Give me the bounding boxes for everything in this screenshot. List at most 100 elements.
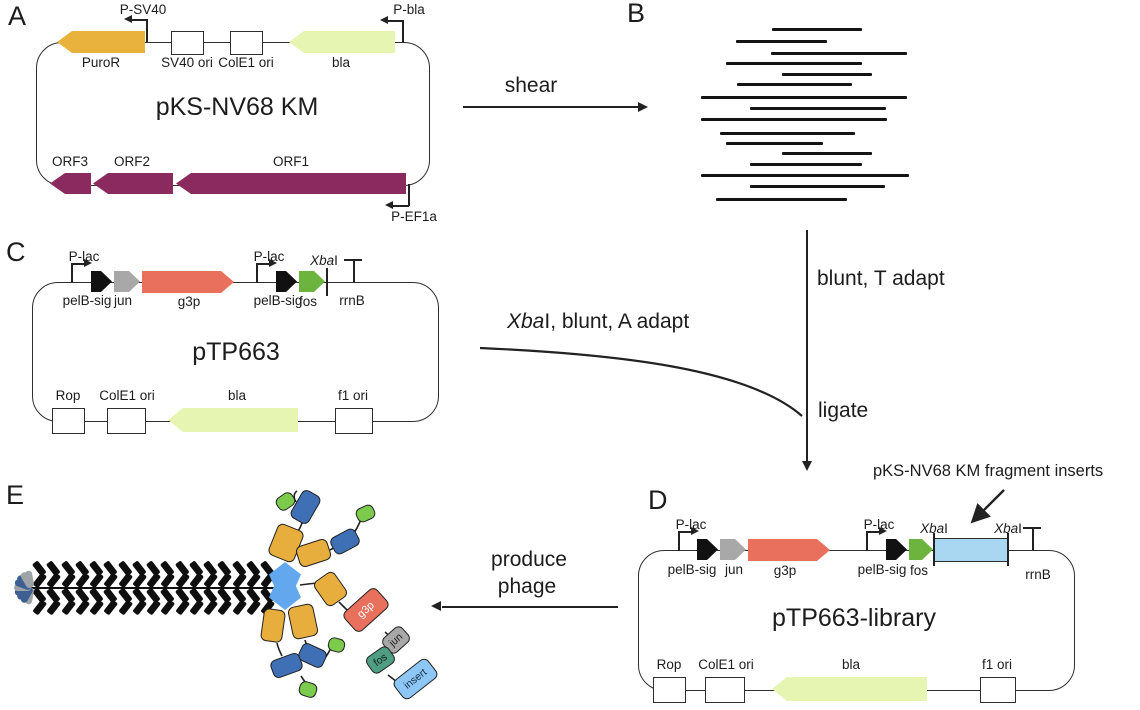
promoter-lac1-d-bar <box>678 531 692 533</box>
gene-cole1ori-label-a: ColE1 ori <box>218 55 274 70</box>
gene-cole1ori-box-d <box>705 677 745 703</box>
gene-g3p-label-c: g3p <box>177 294 201 309</box>
xba-step-curve <box>479 346 803 417</box>
gene-jun-label-d: jun <box>724 562 744 577</box>
promoter-lac2-c-bar <box>256 263 270 265</box>
promoter-lac2-c-stem <box>256 263 258 283</box>
plasmid-a-title: pKS-NV68 KM <box>155 93 319 121</box>
gene-f1ori-box-d <box>980 677 1016 703</box>
promoter-lac1-c-bar <box>71 263 85 265</box>
terminator-rrnb-d-label: rrnB <box>1025 567 1051 582</box>
gene-bla-arrow-c <box>168 408 298 432</box>
gene-orf1-label: ORF1 <box>272 154 310 169</box>
plasmid-d-title: pTP663-library <box>772 604 936 632</box>
gene-fos-arrow-d <box>909 539 933 560</box>
gene-bla-label-a: bla <box>331 55 351 70</box>
shear-arrow-line <box>463 106 639 109</box>
promoter-sv40-bar <box>131 19 147 21</box>
dna-fragment <box>772 28 862 31</box>
promoter-lac2-d-bar <box>866 531 880 533</box>
promoter-bla-stem <box>402 20 404 42</box>
promoter-bla-bar <box>387 20 403 22</box>
dna-fragment <box>726 142 823 145</box>
gene-puror-label: PuroR <box>81 55 121 70</box>
gene-orf3-label: ORF3 <box>51 154 89 169</box>
gene-orf1-arrow <box>176 173 406 194</box>
dna-fragment <box>726 62 862 65</box>
step-shear-label: shear <box>504 74 558 97</box>
gene-pelb2-label-d: pelB-sig <box>857 562 907 577</box>
gene-jun-label-c: jun <box>113 293 133 308</box>
produce-arrow-line <box>442 606 618 609</box>
dna-fragment <box>701 118 887 121</box>
gene-rop-box-d <box>653 677 686 703</box>
gene-cole1ori-label-c: ColE1 ori <box>99 388 155 403</box>
gene-jun-arrow-c <box>114 271 140 292</box>
promoter-lac2-c-arrowhead-icon <box>269 259 277 267</box>
promoter-lac2-d-label: P-lac <box>863 517 895 532</box>
step-xba-label: XbaI, blunt, A adapt <box>507 309 689 334</box>
gene-sv40ori-box <box>171 31 204 55</box>
dna-fragment <box>716 198 847 201</box>
promoter-lac2-d-arrowhead-icon <box>879 527 887 535</box>
insert-fragment-box <box>934 538 1008 562</box>
panel-b-letter: B <box>627 0 646 28</box>
terminator-rrnb-c-bar <box>344 259 362 262</box>
panel-c-letter: C <box>6 237 26 267</box>
flow-arrow-line <box>806 230 809 463</box>
terminator-rrnb-c-stem <box>353 260 355 282</box>
flow-arrowhead-icon <box>802 461 812 471</box>
terminator-rrnb-c-label: rrnB <box>339 293 365 308</box>
xbai-site-label-c: XbaI <box>310 253 338 268</box>
promoter-sv40-stem <box>146 19 148 42</box>
gene-g3p-arrow-d <box>748 539 830 561</box>
gene-cole1ori-box-a <box>230 31 263 55</box>
insert-annotation-arrow <box>970 489 1005 524</box>
xbai-site-tick2-d <box>1007 533 1009 566</box>
promoter-ef1a-stem <box>408 184 410 206</box>
gene-cole1ori-box-c <box>107 408 146 434</box>
promoter-lac1-d-label: P-lac <box>675 517 707 532</box>
produce-arrowhead-icon <box>431 601 441 611</box>
dna-fragment <box>737 83 852 86</box>
plasmid-c-title: pTP663 <box>192 338 280 366</box>
gene-pelb1-label-c: pelB-sig <box>62 293 112 308</box>
promoter-lac2-c-label: P-lac <box>253 249 285 264</box>
step-produce-label-2: phage <box>497 575 557 598</box>
dna-fragment <box>771 52 907 55</box>
gene-pelb2-label-c: pelB-sig <box>253 293 303 308</box>
gene-bla-arrow-d <box>772 677 927 701</box>
gene-orf3-arrow <box>50 173 91 194</box>
step-blunt-t-adapt-label: blunt, T adapt <box>817 267 945 290</box>
promoter-ef1a-label: P-EF1a <box>391 209 437 224</box>
promoter-ef1a-arrowhead-icon <box>385 201 393 209</box>
dna-fragment <box>782 152 872 155</box>
terminator-rrnb-d-stem <box>1032 528 1034 550</box>
promoter-lac1-c-label: P-lac <box>68 249 100 264</box>
panel-a-letter: A <box>8 1 27 31</box>
gene-puror-arrow <box>57 31 145 53</box>
gene-g3p-label-d: g3p <box>773 563 797 578</box>
xbai-site-label2-d: XbaI <box>994 521 1022 536</box>
shear-arrowhead-icon <box>638 102 648 112</box>
gene-g3p-arrow-c <box>142 271 234 293</box>
xbai-site-tick1-d <box>933 533 935 566</box>
fiber-domain-yellow <box>259 607 287 644</box>
dna-fragment <box>750 163 862 166</box>
gene-rop-label-c: Rop <box>55 388 81 403</box>
panel-e-letter: E <box>6 480 25 510</box>
gene-cole1ori-label-d: ColE1 ori <box>698 657 754 672</box>
gene-orf2-arrow <box>93 173 173 194</box>
panel-d-letter: D <box>648 485 668 515</box>
dna-fragment <box>720 132 855 135</box>
gene-fos-label-c: fos <box>298 294 318 309</box>
promoter-lac2-d-stem <box>866 531 868 551</box>
gene-f1ori-label-d: f1 ori <box>981 657 1013 672</box>
gene-bla-label-d: bla <box>841 657 861 672</box>
promoter-sv40-arrowhead-icon <box>124 15 132 23</box>
promoter-lac1-d-arrowhead-icon <box>691 527 699 535</box>
promoter-ef1a-bar <box>392 205 409 207</box>
xbai-site-label1-d: XbaI <box>920 521 948 536</box>
